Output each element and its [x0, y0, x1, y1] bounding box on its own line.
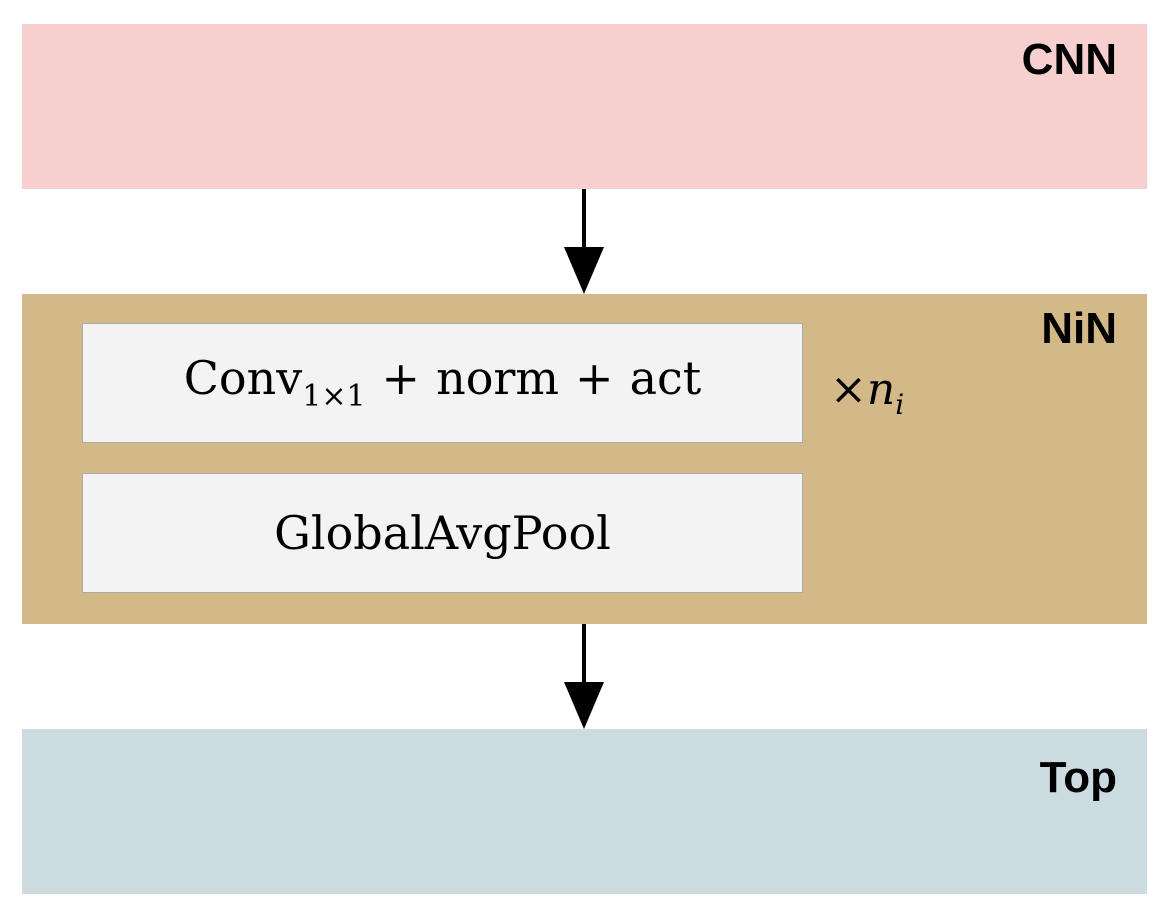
- repeat-subscript: i: [895, 388, 905, 421]
- repeat-variable: n: [866, 364, 896, 415]
- plus-sign: +: [575, 351, 614, 405]
- repeat-count-label: ×ni: [830, 364, 904, 421]
- plus-sign: +: [381, 351, 421, 405]
- conv-kernel-subscript: 1×1: [302, 379, 366, 414]
- cnn-block: CNN: [22, 24, 1147, 189]
- nin-block-title: NiN: [1041, 304, 1117, 353]
- arrow-nin-to-top: [564, 624, 604, 729]
- norm-text: norm: [436, 351, 560, 405]
- conv-layer-label: Conv 1×1 + norm + act: [183, 351, 702, 414]
- arrow-head: [564, 682, 604, 729]
- cnn-block-title: CNN: [1021, 35, 1117, 84]
- arrow-head: [564, 247, 604, 294]
- top-block-title: Top: [1039, 753, 1117, 802]
- global-avg-pool-layer: GlobalAvgPool: [82, 473, 803, 593]
- act-text: act: [629, 351, 702, 405]
- times-symbol: ×: [830, 364, 867, 415]
- arrow-cnn-to-nin: [564, 189, 604, 294]
- nin-block: NiN Conv 1×1 + norm + act ×ni GlobalAvgP…: [22, 294, 1147, 624]
- pool-layer-label: GlobalAvgPool: [274, 506, 611, 560]
- top-block: Top: [22, 729, 1147, 894]
- conv-norm-act-layer: Conv 1×1 + norm + act: [82, 323, 803, 443]
- conv-text: Conv: [183, 351, 303, 405]
